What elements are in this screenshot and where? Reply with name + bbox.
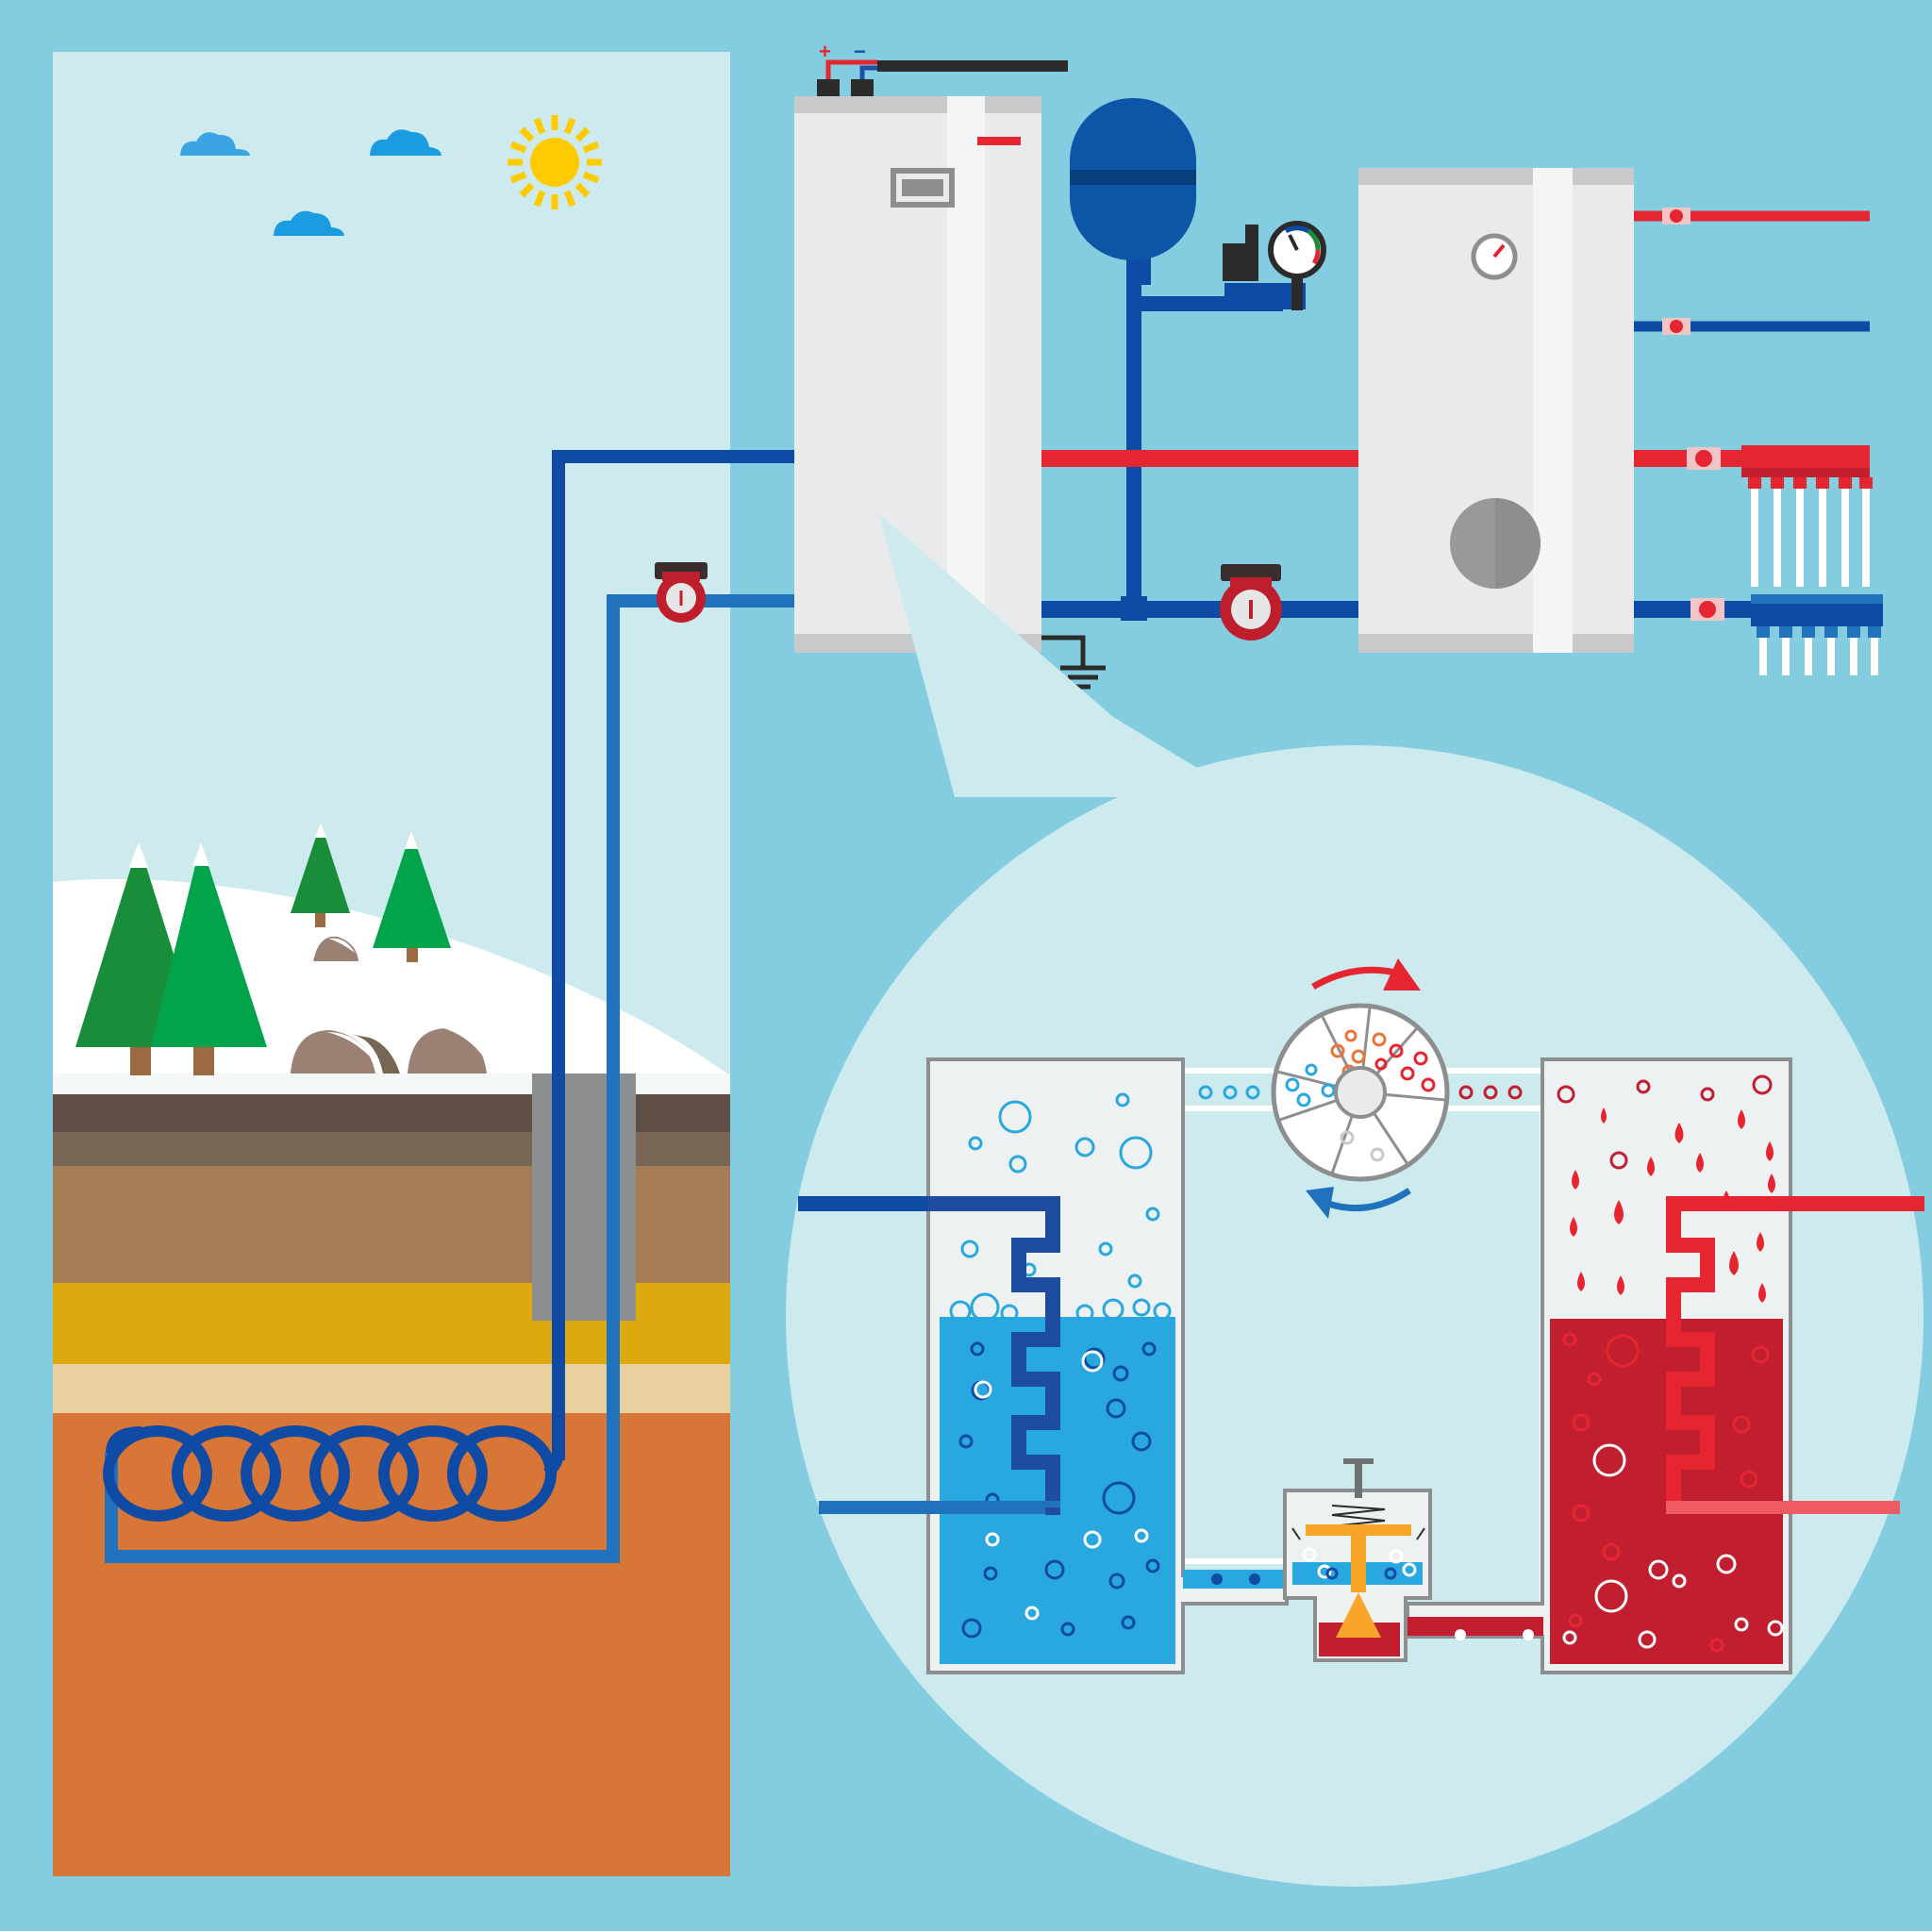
sand-layer	[53, 1364, 730, 1413]
evaporator-coil	[798, 1196, 1060, 1507]
ball-valve-icon[interactable]	[1690, 598, 1724, 621]
cloud-icon	[274, 210, 344, 236]
heat-pump-unit: + −	[794, 40, 1245, 797]
hot-manifold	[1741, 445, 1873, 587]
zoom-callout-pointer	[879, 514, 1245, 797]
circulation-pump-icon[interactable]	[1220, 564, 1282, 641]
status-light	[977, 137, 1021, 145]
refrigeration-cycle-detail	[786, 745, 1924, 1887]
tree-icon	[151, 842, 267, 1075]
rock-icon	[408, 1028, 487, 1074]
power-plus-label: +	[819, 40, 831, 63]
condenser-coil	[1666, 1196, 1924, 1507]
control-display[interactable]	[891, 168, 955, 208]
temperature-dial-icon	[1471, 233, 1518, 280]
expansion-tank	[1070, 98, 1196, 260]
heating-circuit	[1041, 208, 1883, 675]
supply-pipe	[552, 450, 794, 1460]
evaporator-vessel	[798, 1057, 1289, 1674]
pressure-gauge-icon	[1268, 221, 1326, 310]
compressor-icon[interactable]	[1271, 1003, 1450, 1182]
ball-valve-icon[interactable]	[1662, 318, 1690, 335]
ball-valve-icon[interactable]	[1687, 447, 1721, 470]
ground-symbol-icon	[1041, 635, 1106, 690]
cloud-icon	[370, 129, 441, 156]
power-minus-label: −	[854, 40, 866, 63]
expansion-tank-assembly	[1070, 98, 1326, 621]
cold-manifold	[1751, 594, 1883, 675]
hot-water-tank	[1358, 168, 1634, 653]
sun-icon	[508, 115, 602, 209]
cloud-icon	[180, 132, 250, 156]
air-vent-valve	[1223, 225, 1258, 281]
refrigerant-bubbles	[1198, 1085, 1523, 1100]
expansion-valve-icon[interactable]	[1283, 1458, 1432, 1662]
circulation-pump-icon[interactable]	[655, 562, 708, 623]
rock-icon	[313, 936, 358, 961]
tree-icon	[291, 823, 350, 927]
deep-earth-layer	[53, 1413, 730, 1876]
rotation-arrow-icon	[1306, 1187, 1411, 1219]
rotation-arrow-icon	[1311, 958, 1421, 990]
ball-valve-icon[interactable]	[1662, 208, 1690, 225]
borehole-casing	[532, 1074, 636, 1321]
inspection-port	[1450, 498, 1541, 589]
ground-coil	[103, 1425, 564, 1522]
condenser-vessel	[1406, 1057, 1924, 1674]
tree-icon	[373, 830, 451, 962]
rock-icon	[291, 1030, 400, 1074]
landscape-panel	[53, 52, 794, 1876]
